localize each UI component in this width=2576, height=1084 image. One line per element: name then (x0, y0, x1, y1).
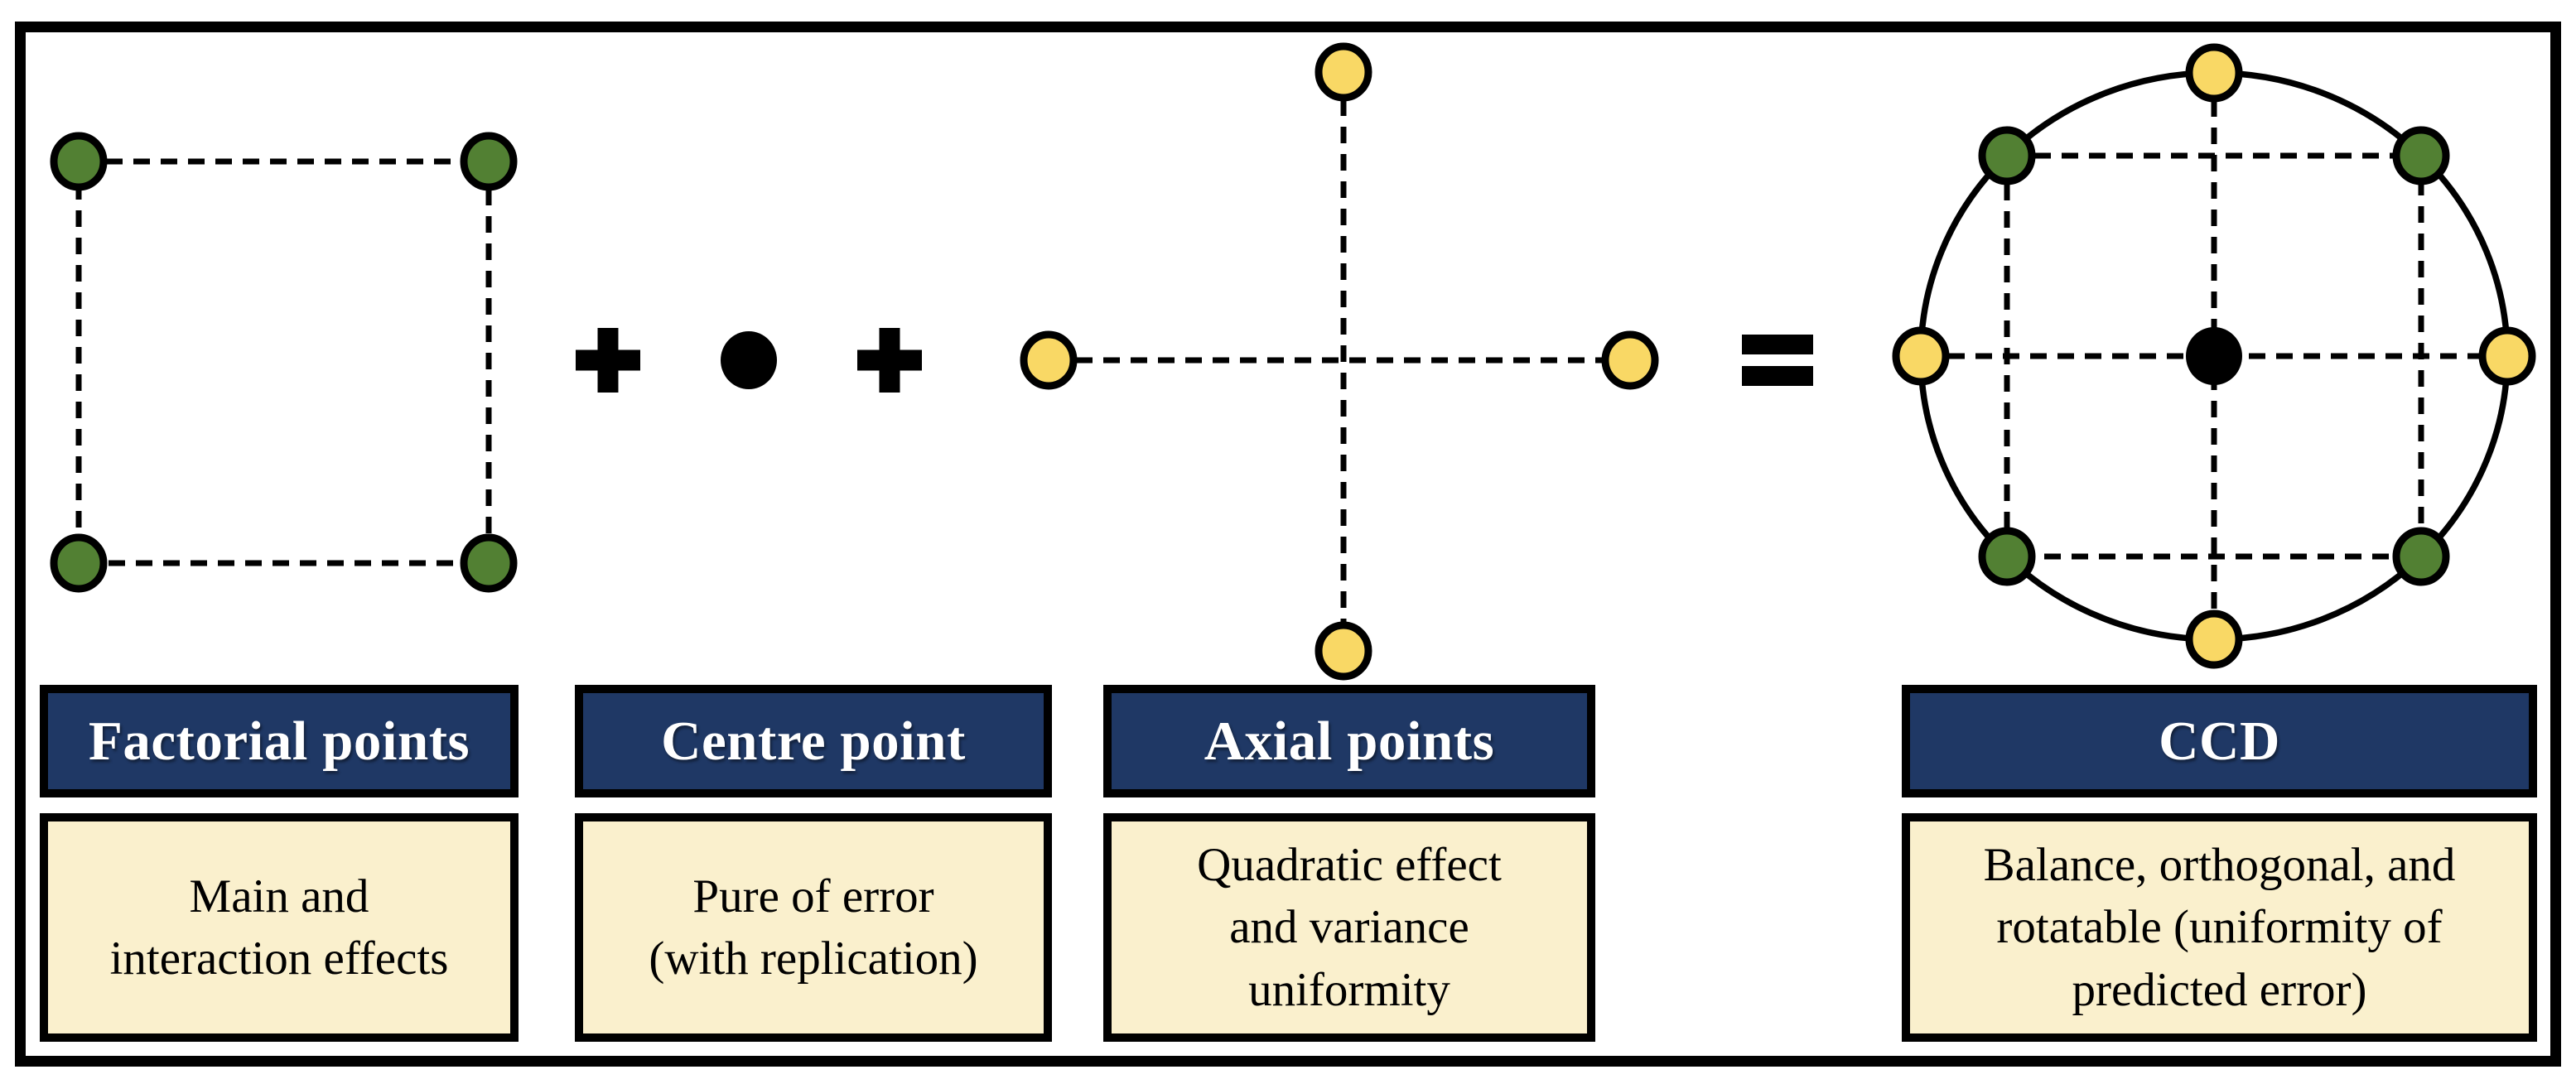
axial-point-dot (1315, 42, 1372, 102)
header-ccd: CCD (1902, 685, 2537, 797)
factorial-points-glyph (50, 132, 518, 593)
axial-points-glyph (1020, 42, 1659, 681)
factorial-point-dot (460, 132, 518, 191)
plus-icon (857, 328, 922, 393)
axial-point-dot (1892, 326, 1950, 386)
description-axial-points: Quadratic effect and variance uniformity (1103, 813, 1595, 1042)
axial-point-dot (1315, 621, 1372, 681)
figure-border-frame (15, 22, 2561, 1067)
description-centre-point: Pure of error (with replication) (575, 813, 1052, 1042)
equals-icon (1742, 335, 1813, 386)
axial-point-dot (2185, 609, 2243, 669)
factorial-point-dot (1978, 527, 2036, 586)
factorial-point-dot (460, 533, 518, 593)
factorial-point-dot (2392, 126, 2450, 185)
centre-point-dot (721, 331, 777, 389)
header-axial-points: Axial points (1103, 685, 1595, 797)
factorial-square-outline (75, 158, 492, 566)
centre-point-dot (2186, 327, 2242, 385)
factorial-point-dot (50, 132, 108, 191)
axial-point-dot (1601, 330, 1659, 390)
factorial-point-dot (2392, 527, 2450, 586)
description-factorial-points: Main and interaction effects (40, 813, 519, 1042)
axial-point-dot (2185, 43, 2243, 103)
factorial-point-dot (1978, 126, 2036, 185)
factorial-point-dot (50, 533, 108, 593)
header-factorial-points: Factorial points (40, 685, 519, 797)
axial-point-dot (1020, 330, 1078, 390)
ccd-glyph (1892, 43, 2536, 669)
plus-icon (576, 328, 640, 393)
header-centre-point: Centre point (575, 685, 1052, 797)
description-ccd: Balance, orthogonal, and rotatable (unif… (1902, 813, 2537, 1042)
axial-point-dot (2478, 326, 2536, 386)
